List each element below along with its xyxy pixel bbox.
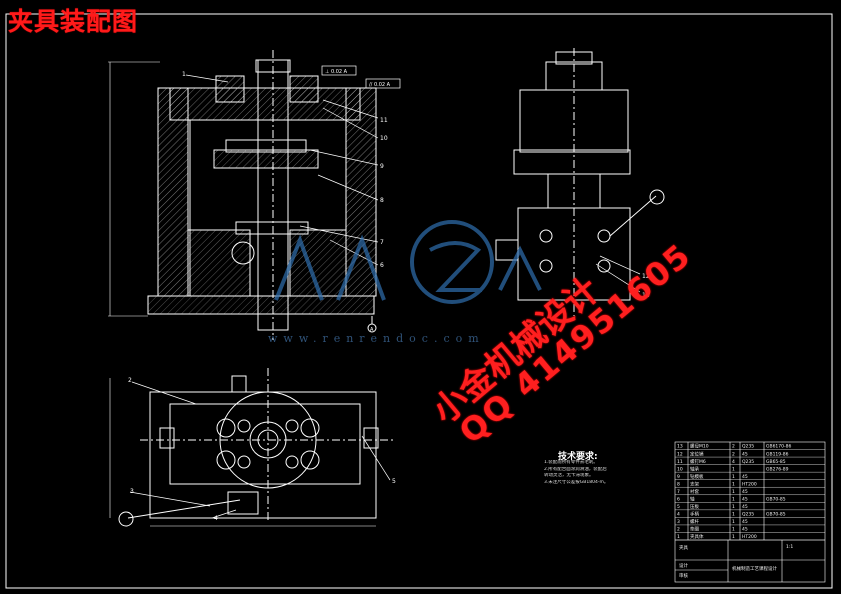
- bom-cell-no: 1: [677, 534, 680, 540]
- bom-cell-qty: 1: [732, 534, 735, 540]
- datum-label: A: [370, 327, 374, 333]
- bom-cell-qty: 1: [732, 497, 735, 503]
- bom-cell-no: 10: [677, 466, 683, 472]
- tech-line: 2.所有配合面涂润滑油，装配后: [544, 466, 607, 472]
- bom-cell-name: 轴: [690, 496, 695, 503]
- bom-cell-qty: 1: [732, 481, 735, 487]
- bom-cell-std: GB70-85: [766, 512, 786, 518]
- drawing-border: [5, 13, 833, 589]
- callout-7: 7: [380, 239, 384, 246]
- bom-cell-qty: 1: [732, 527, 735, 533]
- bom-cell-material: Q235: [742, 512, 754, 518]
- bom-cell-std: GB276-89: [766, 466, 789, 472]
- bom-cell-qty: 1: [732, 489, 735, 495]
- bom-cell-name: 支架: [690, 480, 699, 487]
- callout-8: 8: [380, 197, 384, 204]
- bom-cell-material: 45: [742, 519, 748, 525]
- callout-13: 13: [642, 292, 650, 299]
- bom-cell-no: 3: [677, 519, 680, 525]
- title-block-school: 机械制造工艺课程设计: [732, 567, 777, 572]
- title-block-scale: 1:1: [786, 545, 794, 550]
- bom-cell-no: 4: [677, 512, 680, 518]
- side-view: [495, 48, 665, 316]
- bom-cell-name: 轴承: [690, 465, 699, 472]
- callout-2: 2: [128, 377, 132, 384]
- bom-cell-material: HT200: [742, 481, 757, 487]
- bom-cell-material: Q235: [742, 444, 754, 450]
- bom-cell-name: 衬套: [690, 488, 699, 495]
- bom-cell-name: 定位销: [690, 450, 704, 457]
- callout-1: 1: [182, 71, 186, 78]
- bom-cell-no: 6: [677, 497, 680, 503]
- bom-cell-name: 垫圈: [690, 526, 699, 533]
- watermark-url: www.renrendoc.com: [268, 332, 485, 345]
- bom-cell-material: 45: [742, 451, 748, 457]
- bom-cell-name: 压板: [690, 503, 699, 510]
- bom-cell-material: HT200: [742, 534, 757, 540]
- callout-12: 12: [642, 273, 650, 280]
- bom-cell-name: 手柄: [690, 511, 699, 518]
- bom-cell-material: 45: [742, 504, 748, 510]
- bom-cell-material: 45: [742, 527, 748, 533]
- bom-cell-no: 5: [677, 504, 680, 510]
- bom-cell-qty: 2: [732, 444, 735, 450]
- bom-cell-no: 8: [677, 481, 680, 487]
- tech-line: 1.装配前所有零件去毛刺。: [544, 460, 598, 465]
- page-title: 夹具装配图: [8, 7, 139, 36]
- technical-requirements-text: 1.装配前所有零件去毛刺。 2.所有配合面涂润滑油，装配后 转动灵活，无卡滞现象…: [544, 460, 669, 486]
- bom-cell-std: GB65-85: [766, 459, 786, 465]
- bom-cell-qty: 1: [732, 504, 735, 510]
- front-view: [108, 50, 379, 340]
- callout-11: 11: [380, 117, 388, 124]
- bom-cell-qty: 1: [732, 466, 735, 472]
- bom-cell-material: Q235: [742, 459, 754, 465]
- bom-cell-no: 7: [677, 489, 680, 495]
- callout-4: 4: [214, 515, 218, 522]
- title-block-designer: 设计: [679, 564, 688, 569]
- tech-line: 3.未注尺寸公差按GB1804-m。: [544, 479, 609, 485]
- bom-cell-qty: 1: [732, 474, 735, 480]
- bom-cell-no: 12: [677, 451, 683, 457]
- bom-cell-name: 螺钉M6: [690, 458, 706, 465]
- bom-cell-name: 螺杆: [690, 518, 699, 525]
- tech-line: 转动灵活，无卡滞现象。: [544, 473, 594, 478]
- bom-cell-name: 螺母M10: [690, 443, 709, 450]
- bom-cell-no: 2: [677, 527, 680, 533]
- bom-cell-name: 钻模板: [690, 473, 704, 480]
- callout-6: 6: [380, 262, 384, 269]
- title-block-name: 夹具: [679, 546, 688, 551]
- bom-cell-std: GB70-85: [766, 497, 786, 503]
- bom-cell-no: 9: [677, 474, 680, 480]
- callout-10: 10: [380, 135, 388, 142]
- title-block-checker: 审核: [679, 574, 688, 579]
- bom-cell-qty: 2: [732, 451, 735, 457]
- callout-5: 5: [392, 478, 396, 485]
- bom-cell-material: 45: [742, 474, 748, 480]
- callout-3: 3: [130, 488, 134, 495]
- bom-cell-qty: 4: [732, 459, 735, 465]
- bom-cell-qty: 1: [732, 519, 735, 525]
- bom-cell-no: 13: [677, 444, 683, 450]
- bom-cell-material: 45: [742, 489, 748, 495]
- callout-9: 9: [380, 163, 384, 170]
- technical-requirements-title: 技术要求:: [558, 452, 598, 462]
- bom-cell-name: 夹具体: [690, 533, 704, 540]
- watermark-logo: [274, 220, 542, 304]
- bom-cell-material: 45: [742, 497, 748, 503]
- tolerance-frame-parallel: // 0.02 A: [369, 82, 391, 88]
- bom-cell-std: GB119-86: [766, 451, 789, 457]
- bom-cell-qty: 1: [732, 512, 735, 518]
- tolerance-frame-perpendicular: ⊥ 0.02 A: [325, 69, 348, 75]
- bom-cell-std: GB6170-86: [766, 444, 792, 450]
- bom-cell-no: 11: [677, 459, 683, 465]
- top-view: [109, 368, 396, 527]
